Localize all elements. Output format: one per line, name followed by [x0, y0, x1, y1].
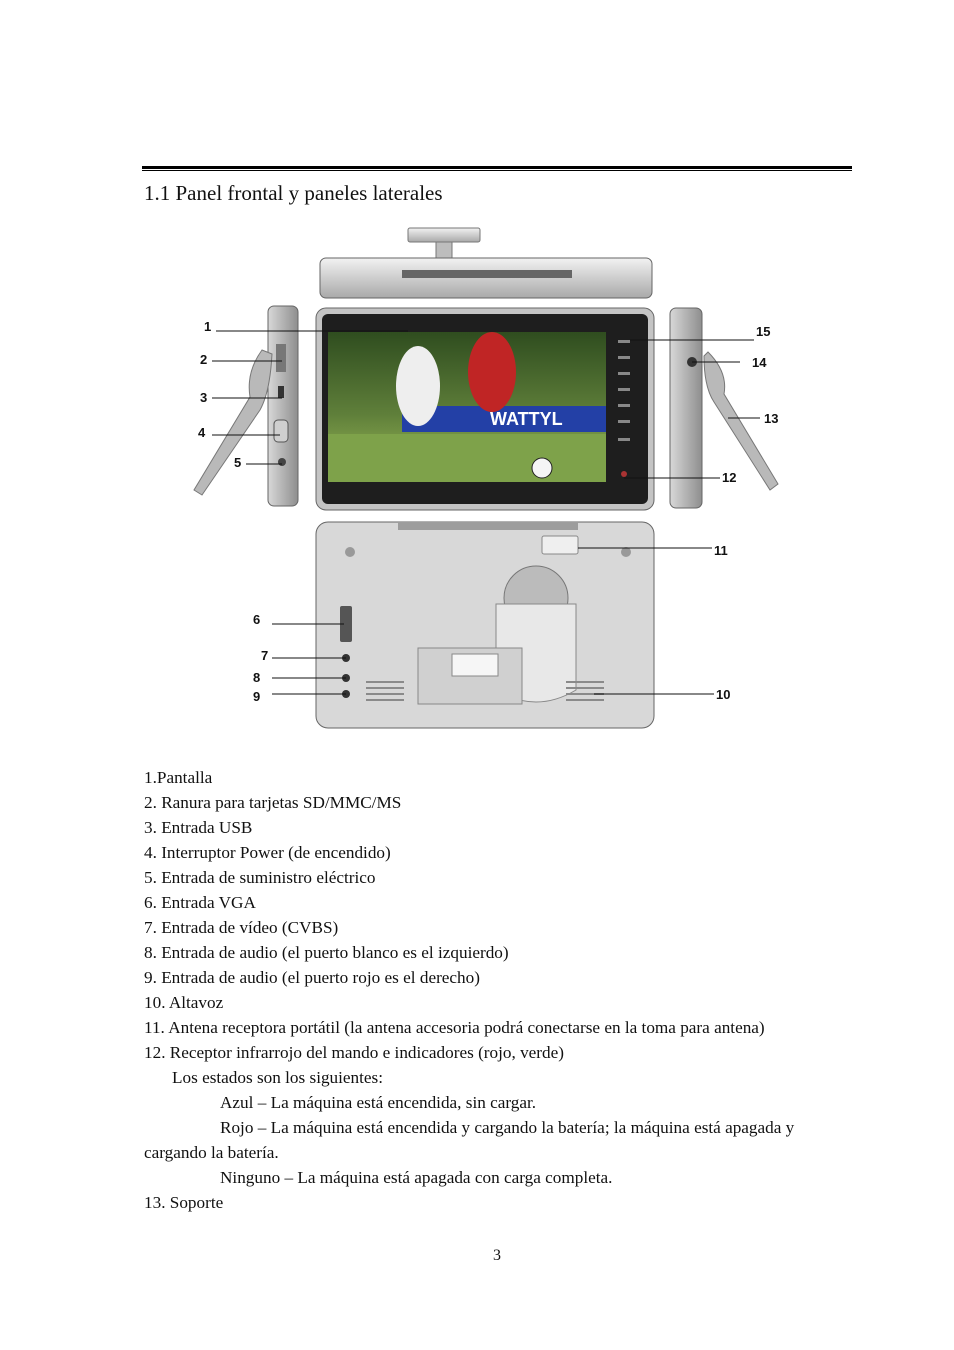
- legend-item: 3. Entrada USB: [144, 818, 253, 837]
- callout-14: 14: [752, 355, 767, 370]
- legend-item: 1.Pantalla: [144, 768, 213, 787]
- state-ninguno: Ninguno – La máquina está apagada con ca…: [220, 1168, 613, 1187]
- legend-item: 11. Antena receptora portátil (la antena…: [144, 1018, 765, 1037]
- states-intro: Los estados son los siguientes:: [172, 1068, 384, 1087]
- callout-3: 3: [200, 390, 207, 405]
- callout-5: 5: [234, 455, 241, 470]
- front-view: WATTYL: [315, 307, 655, 511]
- state-rojo: Rojo – La máquina está encendida y carga…: [220, 1118, 795, 1137]
- callout-6: 6: [253, 612, 260, 627]
- legend-item: 2. Ranura para tarjetas SD/MMC/MS: [144, 793, 402, 812]
- header-rule-thin: [142, 170, 852, 171]
- legend-item: 12. Receptor infrarrojo del mando e indi…: [144, 1043, 564, 1062]
- callout-2: 2: [200, 352, 207, 367]
- left-side-view: [193, 305, 299, 507]
- state-azul: Azul – La máquina está encendida, sin ca…: [220, 1093, 537, 1112]
- legend-item: 7. Entrada de vídeo (CVBS): [144, 918, 339, 937]
- callout-lines: [212, 330, 760, 695]
- callout-7: 7: [261, 648, 268, 663]
- callout-1: 1: [204, 319, 211, 334]
- header-rule-thick: [142, 166, 852, 169]
- callout-labels: 1 2 3 4 5 6 7 8 9 10 11 12 13 14 15: [198, 319, 778, 704]
- device-figure: WATTYL: [190, 222, 790, 737]
- section-title: 1.1 Panel frontal y paneles laterales: [144, 181, 443, 205]
- callout-12: 12: [722, 470, 736, 485]
- callout-15: 15: [756, 324, 770, 339]
- callout-13: 13: [764, 411, 778, 426]
- legend-item: 8. Entrada de audio (el puerto blanco es…: [144, 943, 509, 962]
- callout-8: 8: [253, 670, 260, 685]
- legend-item: 5. Entrada de suministro eléctrico: [144, 868, 376, 887]
- back-view: [315, 521, 655, 729]
- svg-text:WATTYL: WATTYL: [490, 409, 563, 429]
- legend-item: 4. Interruptor Power (de encendido): [144, 843, 391, 862]
- legend-item: 6. Entrada VGA: [144, 893, 256, 912]
- callout-10: 10: [716, 687, 730, 702]
- legend-item: 13. Soporte: [144, 1193, 224, 1212]
- page-number: 3: [493, 1247, 501, 1264]
- device-illustration: WATTYL: [193, 227, 779, 729]
- state-rojo-continued: cargando la batería.: [144, 1143, 279, 1162]
- legend-item: 9. Entrada de audio (el puerto rojo es e…: [144, 968, 480, 987]
- parts-legend: 1.Pantalla 2. Ranura para tarjetas SD/MM…: [144, 765, 856, 1215]
- legend-item: 10. Altavoz: [144, 993, 224, 1012]
- right-side-view: [669, 307, 779, 509]
- top-view: [319, 227, 653, 299]
- callout-9: 9: [253, 689, 260, 704]
- callout-4: 4: [198, 425, 206, 440]
- callout-11: 11: [714, 543, 728, 558]
